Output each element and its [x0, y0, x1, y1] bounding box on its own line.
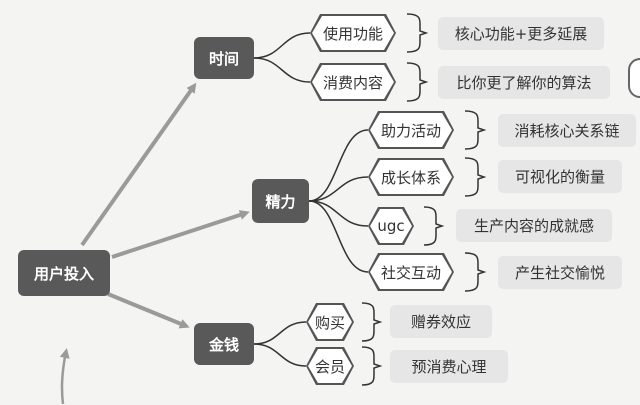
- child-node-growth-system[interactable]: 成长体系: [370, 160, 452, 194]
- root-node[interactable]: 用户投入: [18, 250, 110, 296]
- child-node-purchase[interactable]: 购买: [308, 305, 352, 339]
- bracket-time-1: [406, 13, 429, 53]
- note-visual-measure: 可视化的衡量: [498, 160, 622, 193]
- note-social-pleasure: 产生社交愉悦: [498, 256, 622, 289]
- child-node-consume-content[interactable]: 消费内容: [312, 65, 394, 99]
- edge-handle: [628, 58, 640, 98]
- note-core-features: 核心功能+更多延展: [438, 17, 604, 50]
- bracket-time-2: [406, 62, 429, 102]
- curve-money-top: [253, 321, 307, 345]
- child-node-social-interaction[interactable]: 社交互动: [370, 255, 452, 289]
- bracket-energy-2: [464, 157, 487, 197]
- child-node-ugc[interactable]: ugc: [370, 209, 412, 243]
- curve-time-bottom: [253, 57, 311, 83]
- arrow-partial-bottom: [59, 348, 70, 405]
- bracket-money-2: [361, 346, 383, 386]
- curve-energy-2: [308, 176, 369, 202]
- bracket-money-1: [361, 302, 383, 342]
- note-content-achievement: 生产内容的成就感: [456, 209, 612, 242]
- bracket-energy-1: [464, 110, 487, 150]
- arrow-root-to-energy: [111, 210, 250, 259]
- curve-time-top: [253, 32, 311, 59]
- curve-energy-1: [308, 129, 369, 202]
- branch-node-money[interactable]: 金钱: [194, 323, 254, 365]
- child-node-use-features[interactable]: 使用功能: [312, 16, 394, 50]
- curve-energy-3: [308, 200, 369, 227]
- arrow-root-to-money: [107, 292, 190, 329]
- branch-node-energy[interactable]: 精力: [252, 179, 309, 223]
- note-consume-relations: 消耗核心关系链: [498, 114, 636, 147]
- bracket-energy-4: [464, 252, 487, 292]
- note-algorithm: 比你更了解你的算法: [438, 66, 610, 99]
- curve-energy-4: [308, 200, 369, 273]
- bracket-energy-3: [423, 206, 445, 246]
- child-node-assist-activity[interactable]: 助力活动: [370, 113, 452, 147]
- curve-money-bottom: [253, 343, 307, 367]
- child-node-membership[interactable]: 会员: [308, 349, 352, 383]
- branch-node-time[interactable]: 时间: [194, 37, 254, 79]
- note-voucher-effect: 赠券效应: [390, 305, 492, 338]
- note-preconsumption: 预消费心理: [390, 350, 508, 383]
- arrow-root-to-time: [80, 82, 197, 247]
